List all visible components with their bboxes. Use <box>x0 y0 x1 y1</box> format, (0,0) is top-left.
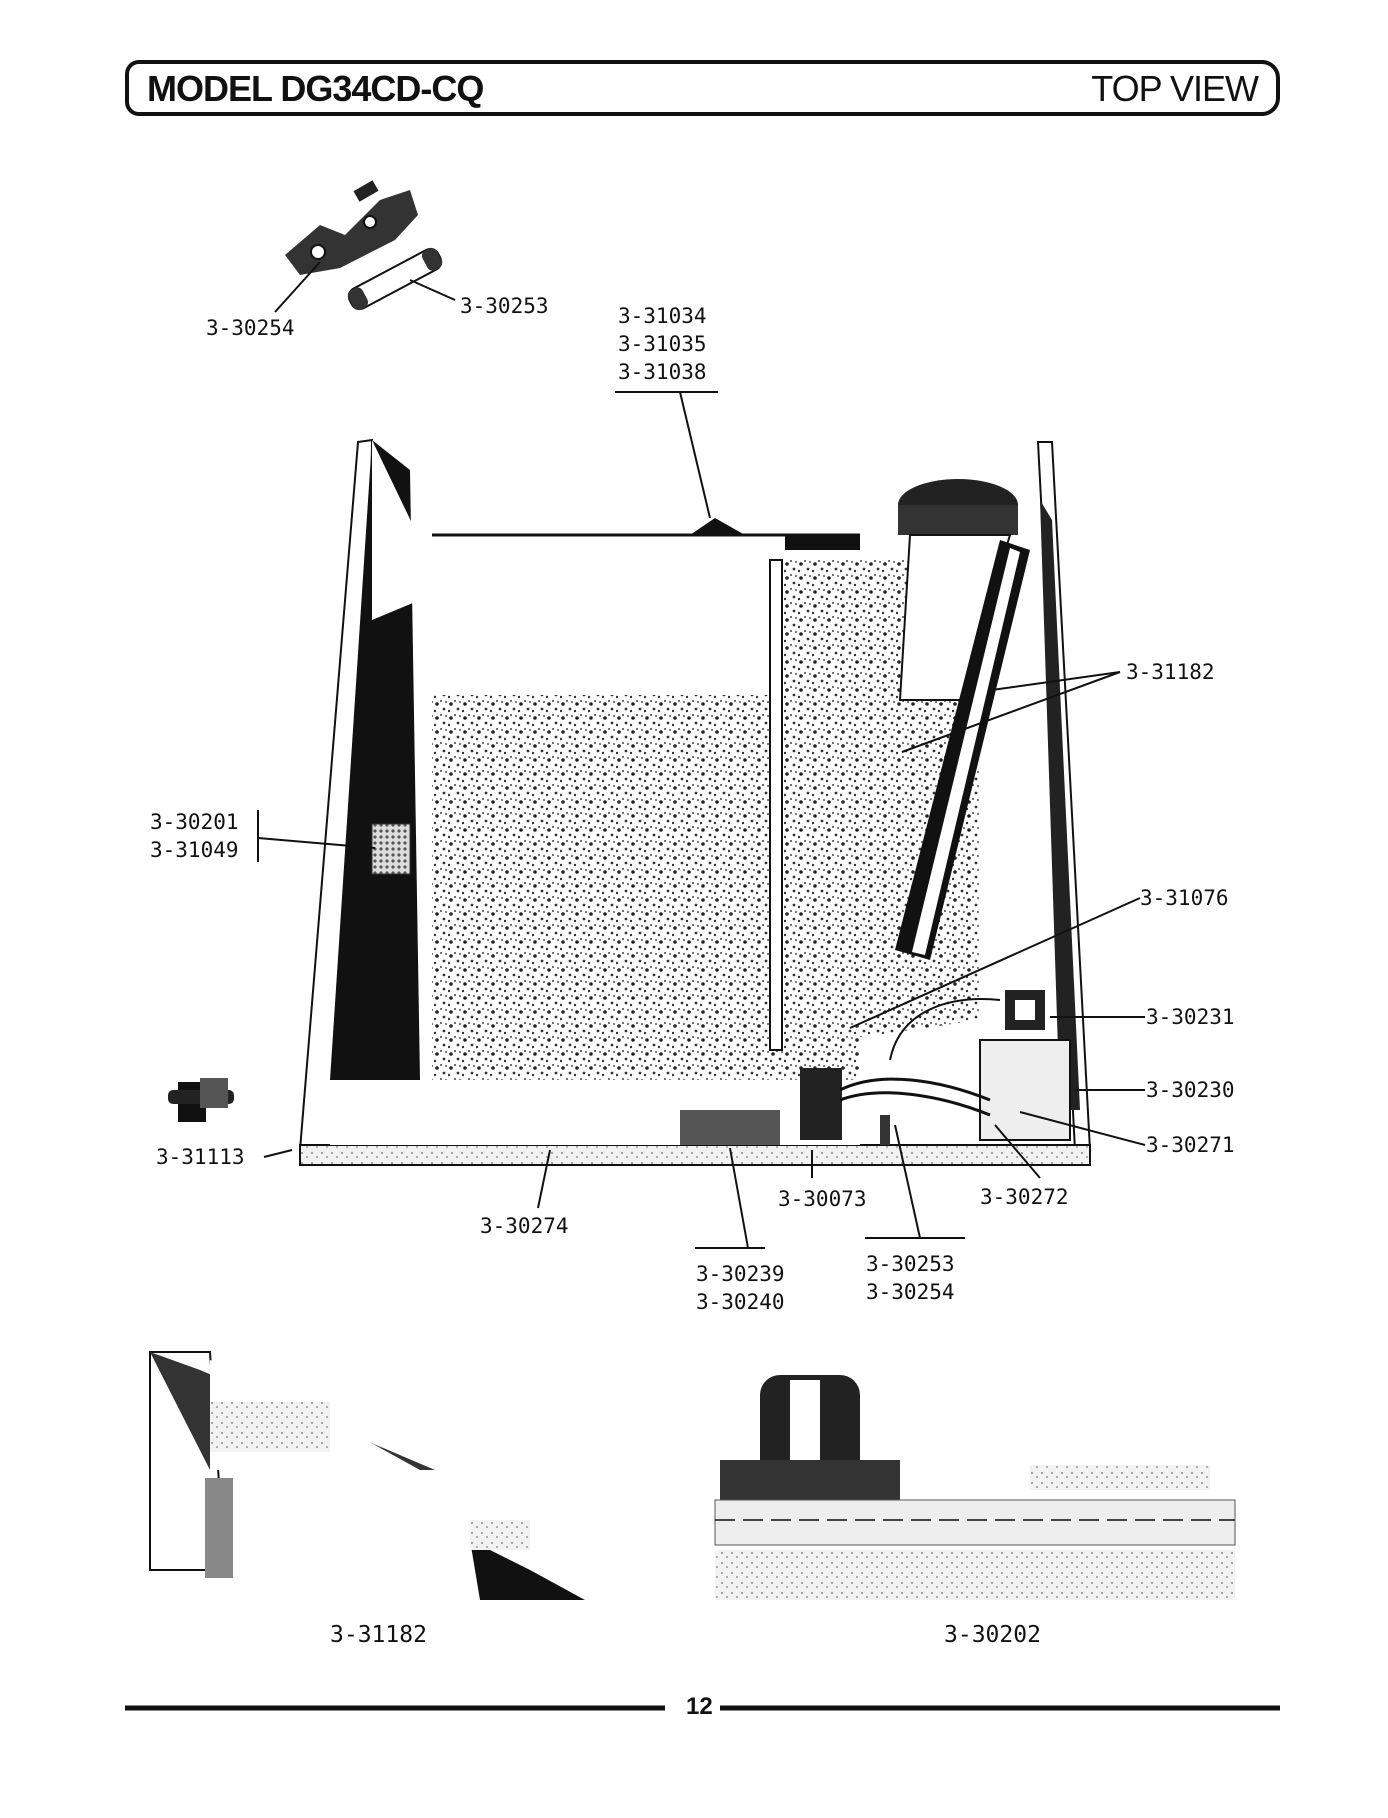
part-label-31035: 3-31035 <box>618 332 707 356</box>
part-label-30253-top: 3-30253 <box>460 294 549 318</box>
part-label-30073: 3-30073 <box>778 1187 867 1211</box>
part-label-30230: 3-30230 <box>1146 1078 1235 1102</box>
part-label-30274: 3-30274 <box>480 1214 569 1238</box>
model-title: MODEL DG34CD-CQ <box>147 68 484 109</box>
page-header: MODEL DG34CD-CQ TOP VIEW <box>125 60 1280 116</box>
view-title: TOP VIEW <box>1091 68 1259 109</box>
part-label-31038: 3-31038 <box>618 360 707 384</box>
part-label-30254-top: 3-30254 <box>206 316 295 340</box>
part-label-31034: 3-31034 <box>618 304 707 328</box>
part-label-31113: 3-31113 <box>156 1145 245 1169</box>
caption-left: 3-31182 <box>330 1622 427 1648</box>
part-label-30240: 3-30240 <box>696 1290 785 1314</box>
hose-detail-illustration <box>149 1351 585 1600</box>
part-label-30272: 3-30272 <box>980 1185 1069 1209</box>
blower-detail-illustration <box>714 1375 1236 1600</box>
part-label-31076: 3-31076 <box>1140 886 1229 910</box>
caption-right: 3-30202 <box>944 1622 1041 1648</box>
fuse-illustration <box>347 247 443 311</box>
part-label-30239: 3-30239 <box>696 1262 785 1286</box>
part-label-31049: 3-31049 <box>150 838 239 862</box>
cabinet-illustration <box>298 438 1092 1166</box>
leveling-foot-illustration <box>168 1078 234 1122</box>
part-label-30271: 3-30271 <box>1146 1133 1235 1157</box>
part-label-30231: 3-30231 <box>1146 1005 1235 1029</box>
part-label-30201: 3-30201 <box>150 810 239 834</box>
part-label-31182: 3-31182 <box>1126 660 1215 684</box>
part-label-30254-bottom: 3-30254 <box>866 1280 955 1304</box>
part-label-30253-bottom: 3-30253 <box>866 1252 955 1276</box>
leader-lines <box>257 261 1146 1249</box>
page-number: 12 <box>686 1693 713 1720</box>
fuse-holder-illustration <box>285 180 418 275</box>
